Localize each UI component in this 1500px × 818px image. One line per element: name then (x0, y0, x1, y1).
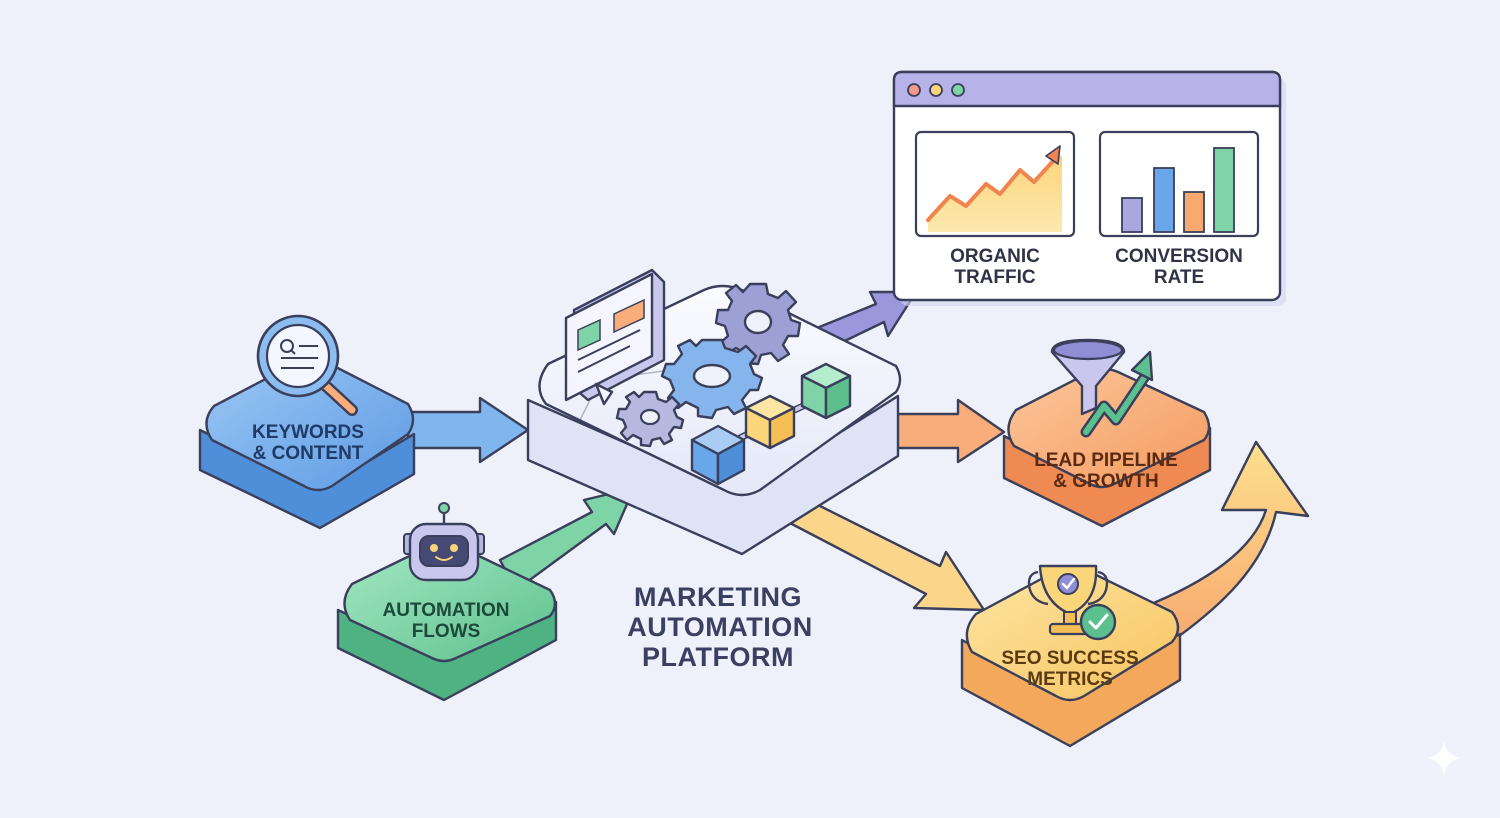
platform-title-line-2: AUTOMATION (627, 612, 812, 642)
organic-traffic-label-line-1: ORGANIC (950, 246, 1040, 267)
magnifier-document-icon (256, 314, 358, 416)
gear-small-icon (615, 390, 685, 448)
platform-title-line-3: PLATFORM (642, 642, 794, 672)
window-maximize-dot (951, 83, 965, 97)
arrow-platform-to-seo (786, 494, 986, 612)
keywords-label-line-1: KEYWORDS (252, 422, 364, 443)
arrow-keywords-to-platform (406, 396, 530, 464)
conversion-rate-label-line-1: CONVERSION (1115, 246, 1243, 267)
organic-traffic-panel: ORGANIC TRAFFIC (914, 130, 1076, 288)
bar-chart-icon (1121, 147, 1235, 233)
trophy-check-icon (1027, 564, 1117, 641)
gear-large-icon (714, 282, 802, 366)
organic-traffic-label-line-2: TRAFFIC (954, 267, 1036, 288)
automation-flows-block: AUTOMATION FLOWS (336, 541, 558, 702)
lead-label-line-2: & GROWTH (1053, 471, 1159, 492)
document-card-icon (564, 268, 666, 406)
sparkle-icon (1426, 740, 1462, 776)
arrow-automation-to-platform (498, 486, 636, 592)
window-minimize-dot (929, 83, 943, 97)
conversion-rate-panel: CONVERSION RATE (1098, 130, 1260, 288)
lead-pipeline-block: LEAD PIPELINE & GROWTH (1002, 367, 1212, 528)
lead-label-line-1: LEAD PIPELINE (1034, 450, 1178, 471)
area-chart-icon (926, 145, 1062, 232)
gear-blue-icon (660, 338, 764, 420)
platform-title-line-1: MARKETING (634, 582, 802, 612)
arrow-growth-up (1134, 440, 1310, 646)
seo-label-line-1: SEO SUCCESS (1001, 648, 1138, 669)
conversion-rate-label-line-2: RATE (1154, 267, 1204, 288)
window-close-dot (907, 83, 921, 97)
automation-label-line-1: AUTOMATION (382, 600, 509, 621)
arrow-platform-to-lead (894, 398, 1006, 464)
platform-title: MARKETING AUTOMATION PLATFORM (627, 582, 812, 672)
seo-label-line-2: METRICS (1027, 669, 1113, 690)
robot-icon (403, 502, 485, 582)
automation-label-line-2: FLOWS (412, 621, 481, 642)
cube-chain-icon (690, 362, 852, 486)
keywords-label-line-2: & CONTENT (253, 443, 364, 464)
funnel-growth-icon (1050, 338, 1154, 438)
